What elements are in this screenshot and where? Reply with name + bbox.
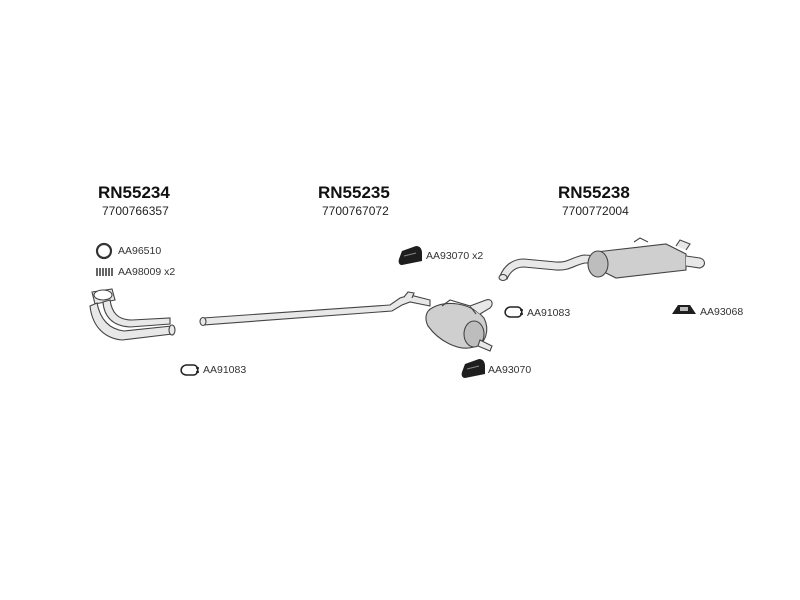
- section-number: 7700767072: [322, 204, 389, 218]
- clamp-icon: [504, 306, 523, 318]
- ring-gasket-icon: [95, 242, 113, 260]
- middle-silencer[interactable]: [199, 291, 493, 352]
- section-number: 7700772004: [562, 204, 629, 218]
- spring-bolt-icon: [96, 268, 113, 276]
- hanger-icon: [672, 305, 696, 314]
- part-label: AA98009 x2: [118, 266, 176, 278]
- rubber-mount-icon: [461, 359, 485, 378]
- clamp-icon: [180, 364, 199, 376]
- part-label: AA93070: [488, 364, 532, 376]
- part-label: AA96510: [118, 245, 162, 257]
- part-label: AA91083: [527, 307, 571, 319]
- front-pipe[interactable]: [89, 288, 176, 341]
- rubber-mount-icon: [398, 246, 422, 265]
- part-label: AA93070 x2: [426, 250, 484, 262]
- rear-silencer[interactable]: [498, 237, 706, 282]
- section-ref: RN55234: [98, 183, 170, 202]
- part-label: AA91083: [203, 364, 247, 376]
- part-label: AA93068: [700, 306, 744, 318]
- section-number: 7700766357: [102, 204, 169, 218]
- section-ref: RN55235: [318, 183, 390, 202]
- section-ref: RN55238: [558, 183, 630, 202]
